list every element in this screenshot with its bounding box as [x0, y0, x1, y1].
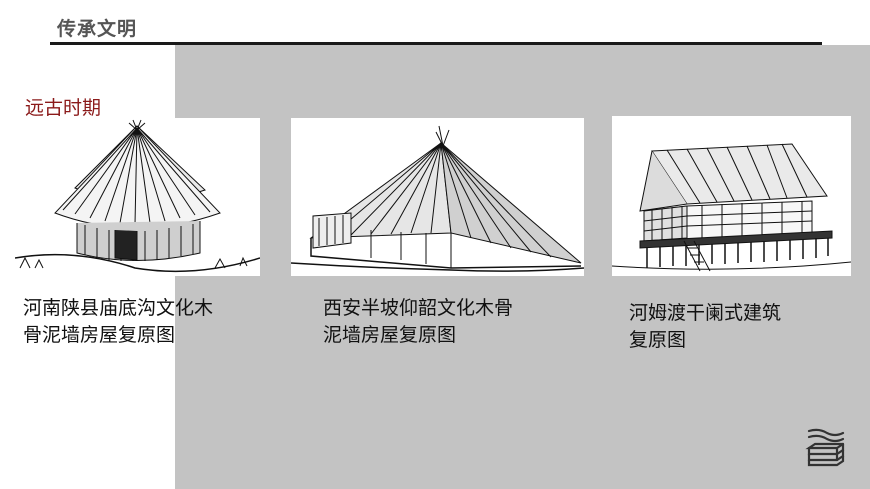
- book-stack-icon: [805, 427, 847, 467]
- figure-2-caption-line-1: 西安半坡仰韶文化木骨: [323, 297, 514, 319]
- section-title: 远古时期: [25, 97, 102, 119]
- figure-1-caption-line-1: 河南陕县庙底沟文化木: [23, 297, 214, 319]
- thatched-triangular-house-illustration: [291, 125, 584, 272]
- figure-3-caption-line-2: 复原图: [629, 329, 687, 351]
- figure-2-caption: 西安半坡仰韶文化木骨 泥墙房屋复原图: [323, 295, 563, 349]
- header-divider: [50, 42, 822, 45]
- figure-3-caption-line-1: 河姆渡干阑式建筑: [629, 302, 782, 324]
- stilt-house-illustration: [612, 143, 851, 272]
- figure-2-image: [291, 118, 584, 276]
- figure-1-caption-line-2: 骨泥墙房屋复原图: [23, 324, 176, 346]
- page-title: 传承文明: [57, 18, 138, 40]
- figure-1-image: [15, 118, 260, 276]
- thatched-round-hut-illustration: [15, 119, 260, 273]
- figure-1-caption: 河南陕县庙底沟文化木 骨泥墙房屋复原图: [23, 295, 263, 349]
- figure-3-image: [612, 116, 851, 276]
- figure-3-caption: 河姆渡干阑式建筑 复原图: [629, 300, 829, 354]
- figure-2-caption-line-2: 泥墙房屋复原图: [323, 324, 457, 346]
